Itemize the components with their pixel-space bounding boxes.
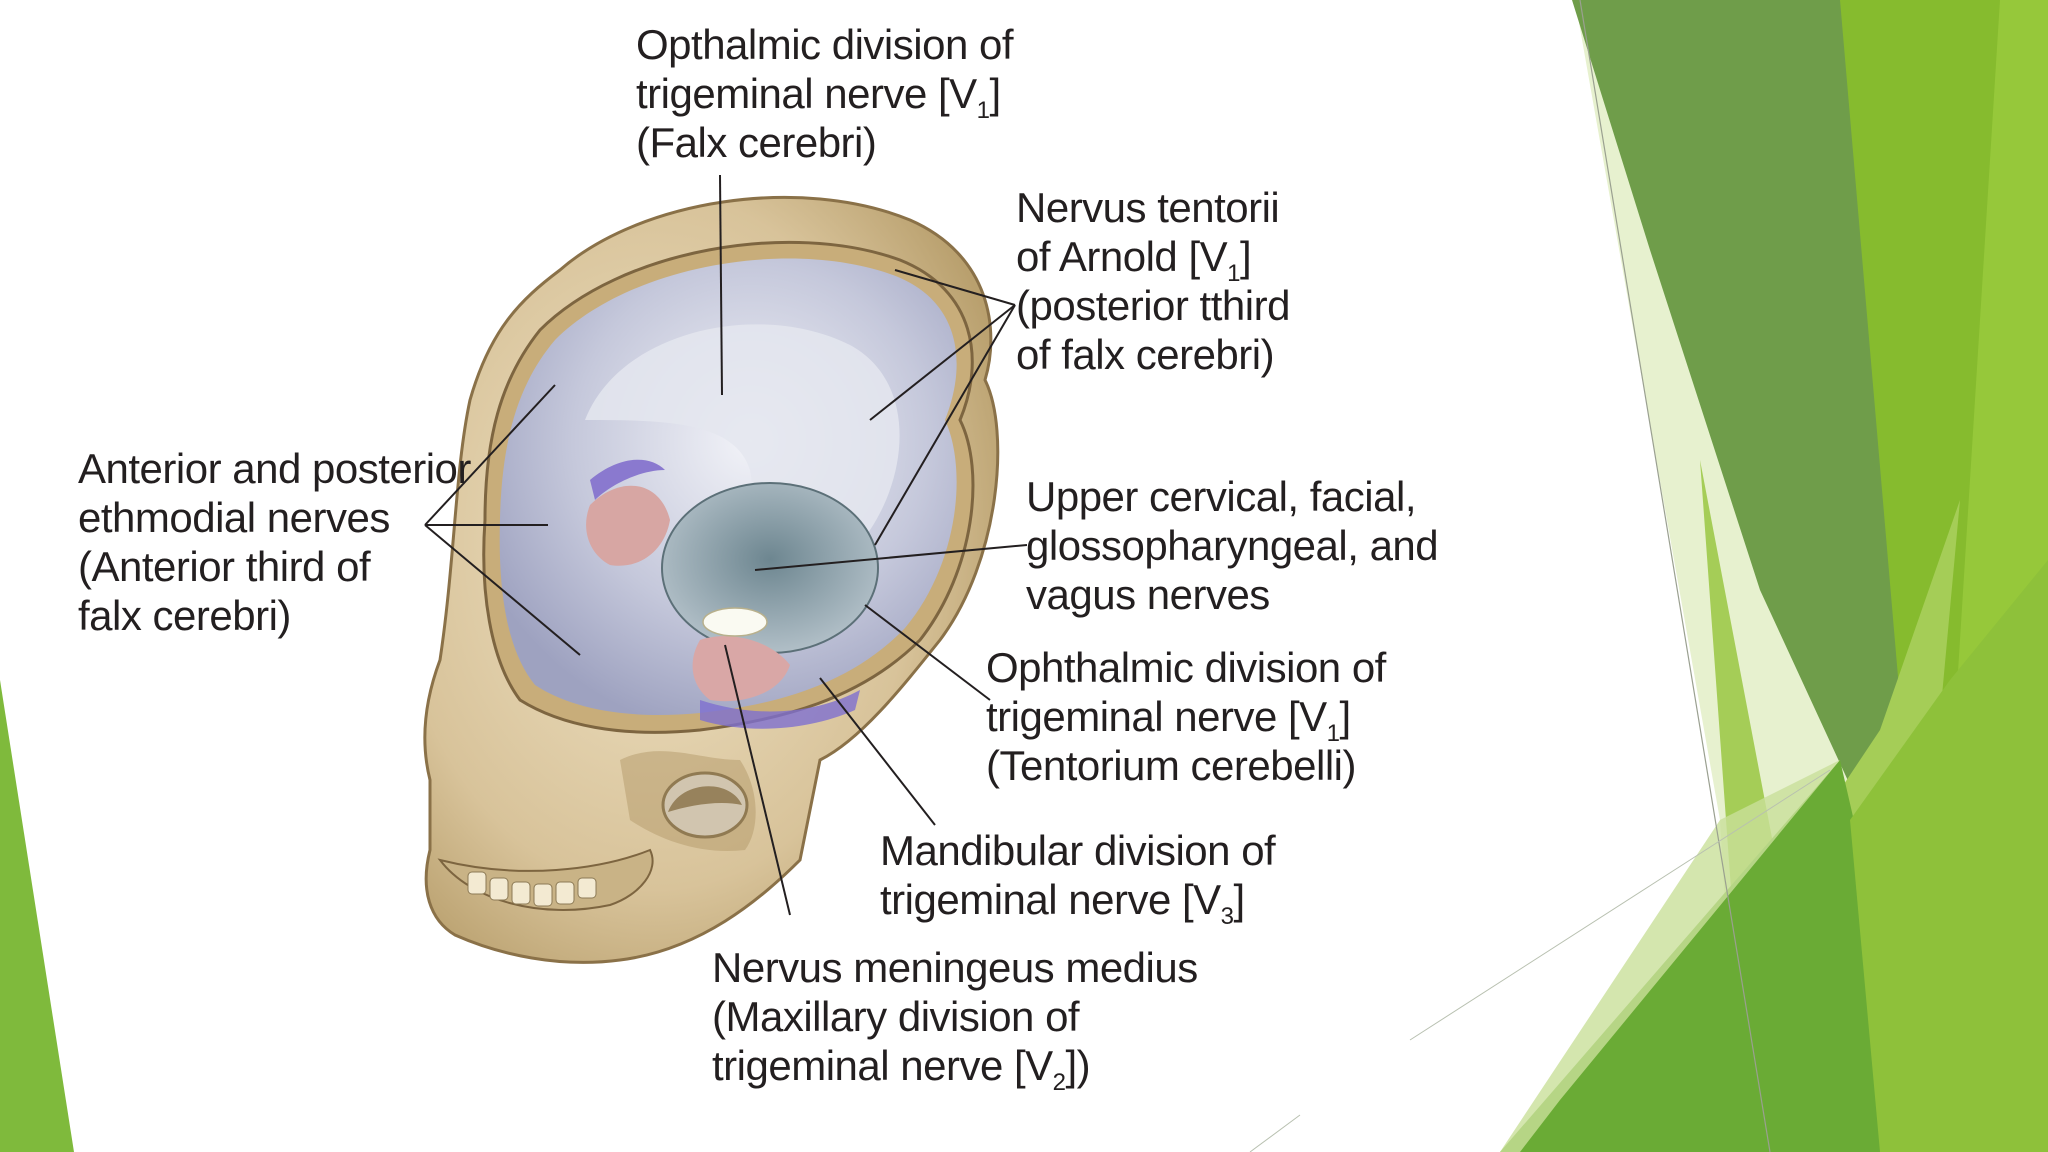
label-mandibular-line1: Mandibular division of: [880, 827, 1276, 874]
label-upper-cervical-line1: Upper cervical, facial,: [1026, 473, 1416, 520]
leader-lines: [424, 174, 1028, 916]
label-nervus-tentorii: Nervus tentorii of Arnold [V1] (posterio…: [1016, 183, 1290, 379]
leader-tentorii-b: [869, 304, 1016, 421]
middle-fossa-pink: [586, 485, 670, 566]
label-upper-cervical-line3: vagus nerves: [1026, 571, 1270, 618]
label-ethmoidal-line3: (Anterior third of: [78, 543, 371, 590]
line2-pre: trigeminal nerve [V: [986, 693, 1327, 740]
label-mandibular-line2: trigeminal nerve [V3]: [880, 875, 1275, 929]
label-ophthalmic-tentorium-line3: (Tentorium cerebelli): [986, 742, 1356, 789]
sphenoid-pink: [692, 636, 790, 702]
zygomatic-shading: [620, 751, 756, 851]
line2-post: ]: [989, 70, 1002, 117]
right-green-pale-wedge: [1500, 760, 1840, 1152]
label-ethmoidal-line1: Anterior and posterior: [78, 445, 471, 492]
leader-falx: [719, 174, 723, 396]
label-ethmoidal-line2: ethmodial nerves: [78, 494, 390, 541]
tentorium-purple-edge: [700, 690, 860, 729]
line2-pre: of Arnold [V: [1016, 233, 1228, 280]
leader-ethmoid-c: [424, 524, 581, 656]
middle-fossa-purple: [590, 459, 665, 500]
leader-ethmoid-a: [424, 384, 556, 526]
label-opthalmic-falx-line3: (Falx cerebri): [636, 119, 877, 166]
label-opthalmic-falx-line2: trigeminal nerve [V1]: [636, 69, 1013, 123]
line2-sub: 3: [1220, 903, 1234, 930]
label-ophthalmic-tentorium-line1: Ophthalmic division of: [986, 644, 1386, 691]
line2-post: ]: [1240, 233, 1252, 280]
line3-sub: 2: [1052, 1069, 1066, 1096]
leader-mandibular: [819, 677, 936, 826]
line2-sub: 1: [976, 97, 990, 124]
line2-pre: trigeminal nerve [V: [880, 876, 1221, 923]
line2-sub: 1: [1326, 720, 1340, 747]
right-green-accent: [1850, 560, 2048, 1152]
line2-post: ]: [1233, 876, 1246, 923]
teeth: [467, 871, 597, 907]
line2-post: ]: [1339, 693, 1352, 740]
label-meningeus-medius: Nervus meningeus medius (Maxillary divis…: [712, 943, 1198, 1095]
leader-tentorii-a: [894, 269, 1016, 306]
right-thin-line-1: [1579, 0, 1771, 1152]
left-green-sliver: [0, 680, 74, 1152]
label-ophthalmic-tentorium: Ophthalmic division of trigeminal nerve …: [986, 643, 1386, 790]
sella-white: [702, 607, 768, 637]
label-opthalmic-falx: Opthalmic division of trigeminal nerve […: [636, 20, 1014, 167]
right-thin-line-3: [1249, 1114, 1301, 1152]
label-ethmoidal-line4: falx cerebri): [78, 592, 291, 639]
leader-upper-cervical: [754, 544, 1028, 571]
label-ethmoidal: Anterior and posterior ethmodial nerves …: [78, 444, 471, 640]
right-green-triangle-bottom: [1500, 760, 1930, 1152]
label-nervus-tentorii-line4: of falx cerebri): [1016, 331, 1275, 378]
leader-ophthalmic-tentorium: [864, 604, 991, 701]
label-nervus-tentorii-line1: Nervus tentorii: [1016, 184, 1280, 231]
label-meningeus-medius-line1: Nervus meningeus medius: [712, 944, 1198, 991]
line2-pre: trigeminal nerve [V: [636, 70, 977, 117]
label-meningeus-medius-line2: (Maxillary division of: [712, 993, 1080, 1040]
label-upper-cervical-line2: glossopharyngeal, and: [1026, 522, 1439, 569]
line3-pre: trigeminal nerve [V: [712, 1042, 1053, 1089]
label-meningeus-medius-line3: trigeminal nerve [V2]): [712, 1041, 1198, 1095]
right-thin-line-2: [1409, 769, 1831, 1041]
leader-meningeus: [724, 644, 791, 916]
line2-sub: 1: [1227, 260, 1240, 287]
label-upper-cervical: Upper cervical, facial, glossopharyngeal…: [1026, 472, 1439, 619]
label-nervus-tentorii-line3: (posterior tthird: [1016, 282, 1290, 329]
label-ophthalmic-tentorium-line2: trigeminal nerve [V1]: [986, 692, 1386, 746]
leader-tentorii-c: [874, 304, 1016, 546]
label-nervus-tentorii-line2: of Arnold [V1]: [1016, 232, 1290, 286]
line3-post: ]): [1065, 1042, 1091, 1089]
label-mandibular: Mandibular division of trigeminal nerve …: [880, 826, 1276, 929]
label-opthalmic-falx-line1: Opthalmic division of: [636, 21, 1014, 68]
